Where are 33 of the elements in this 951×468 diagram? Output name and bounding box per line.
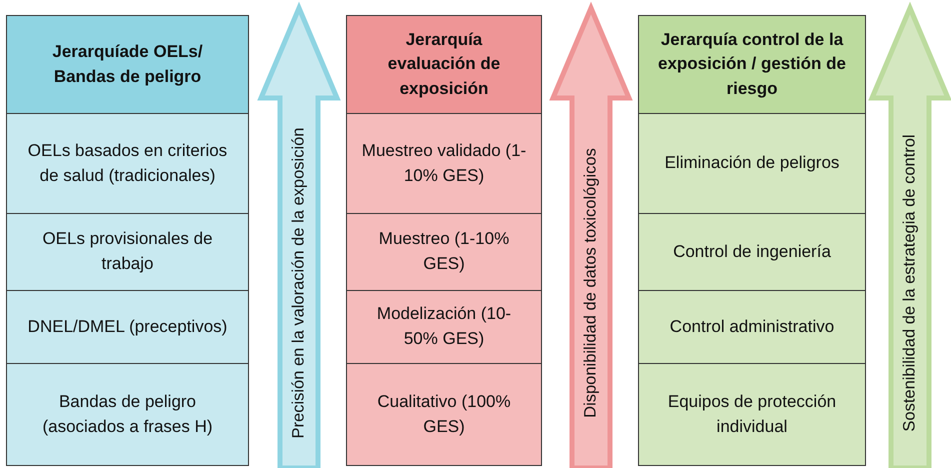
table-cell bbox=[346, 113, 542, 214]
arrow-label: Precisión en la valoración de la exposición bbox=[290, 128, 308, 438]
cell-text: Modelización (10-50% GES) bbox=[376, 303, 512, 350]
table-cell bbox=[6, 113, 249, 214]
header-text: Jerarquía evaluación de exposición bbox=[386, 28, 502, 100]
cell-text: Eliminación de peligros bbox=[664, 152, 840, 174]
table-cell bbox=[346, 290, 542, 364]
table-cell bbox=[638, 213, 866, 291]
table-cell bbox=[346, 363, 542, 466]
header-cell bbox=[346, 15, 542, 114]
table-cell bbox=[638, 290, 866, 364]
cell-text: Bandas de peligro (asociados a frases H) bbox=[41, 390, 214, 438]
cell-text: Cualitativo (100% GES) bbox=[376, 390, 512, 438]
cell-text: OELs provisionales de trabajo bbox=[41, 228, 214, 275]
cell-text: Equipos de protección individual bbox=[666, 390, 838, 438]
arrow-label: Disponibilidad de datos toxicológicos bbox=[582, 148, 600, 418]
cell-text: Muestreo validado (1-10% GES) bbox=[361, 140, 527, 186]
header-cell bbox=[6, 15, 249, 114]
table-cell bbox=[638, 113, 866, 214]
cell-text: Control administrativo bbox=[670, 316, 834, 338]
table-cell bbox=[6, 213, 249, 291]
cell-text: OELs basados en criterios de salud (tradicionales) bbox=[26, 140, 228, 186]
table-cell bbox=[6, 290, 249, 364]
header-text: Jerarquía control de la exposición / gestión de riesgo bbox=[657, 28, 847, 100]
table-cell bbox=[346, 213, 542, 291]
cell-text: Muestreo (1-10% GES) bbox=[378, 228, 510, 275]
header-text: Jerarquíade OELs/ Bandas de peligro bbox=[51, 40, 204, 88]
cell-text: DNEL/DMEL (preceptivos) bbox=[28, 316, 228, 338]
cell-text: Control de ingeniería bbox=[673, 240, 831, 263]
table-cell bbox=[638, 363, 866, 466]
header-cell bbox=[638, 15, 866, 114]
arrow-label: Sostenibilidad de la estrategia de control bbox=[900, 134, 920, 432]
table-cell bbox=[6, 363, 249, 466]
